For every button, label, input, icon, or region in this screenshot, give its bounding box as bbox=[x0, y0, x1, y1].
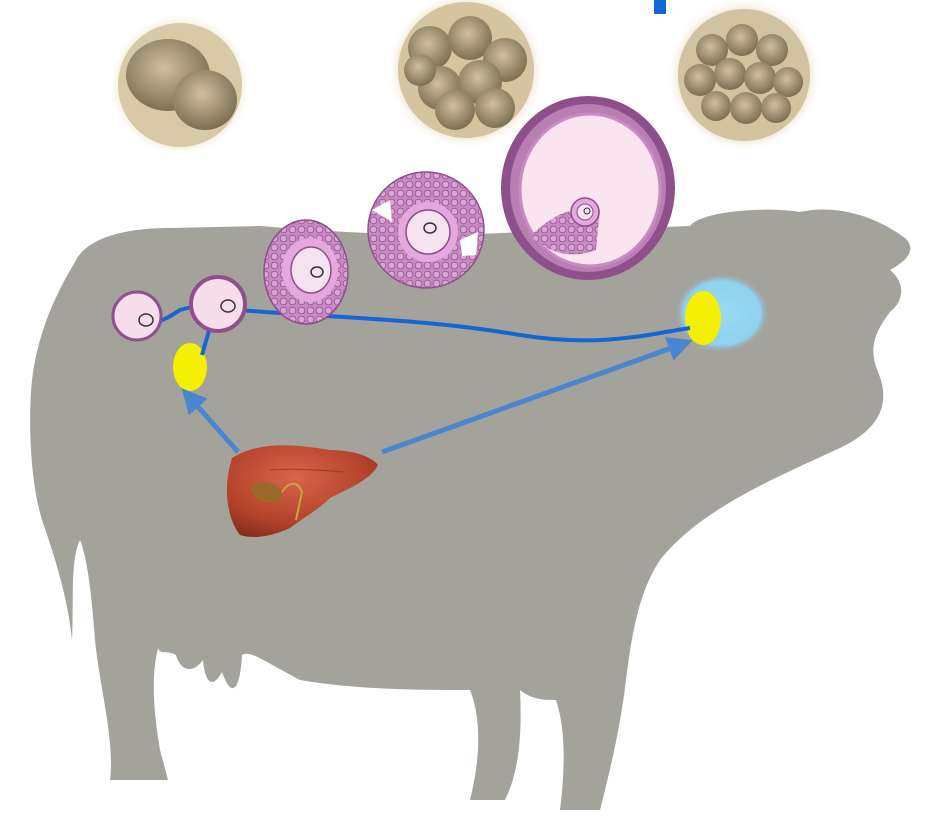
oocyte bbox=[113, 292, 161, 340]
preantral-follicle bbox=[368, 172, 484, 288]
primary-follicle bbox=[191, 277, 245, 331]
embryo-2-cell bbox=[108, 13, 252, 157]
top-accent-bar bbox=[654, 0, 666, 14]
secondary-follicle bbox=[264, 220, 348, 324]
embryo-8-cell bbox=[386, 0, 546, 150]
embryo-morula bbox=[666, 0, 822, 153]
antral-follicle bbox=[501, 96, 675, 280]
cow-silhouette bbox=[30, 209, 910, 810]
pituitary-region bbox=[674, 273, 770, 353]
